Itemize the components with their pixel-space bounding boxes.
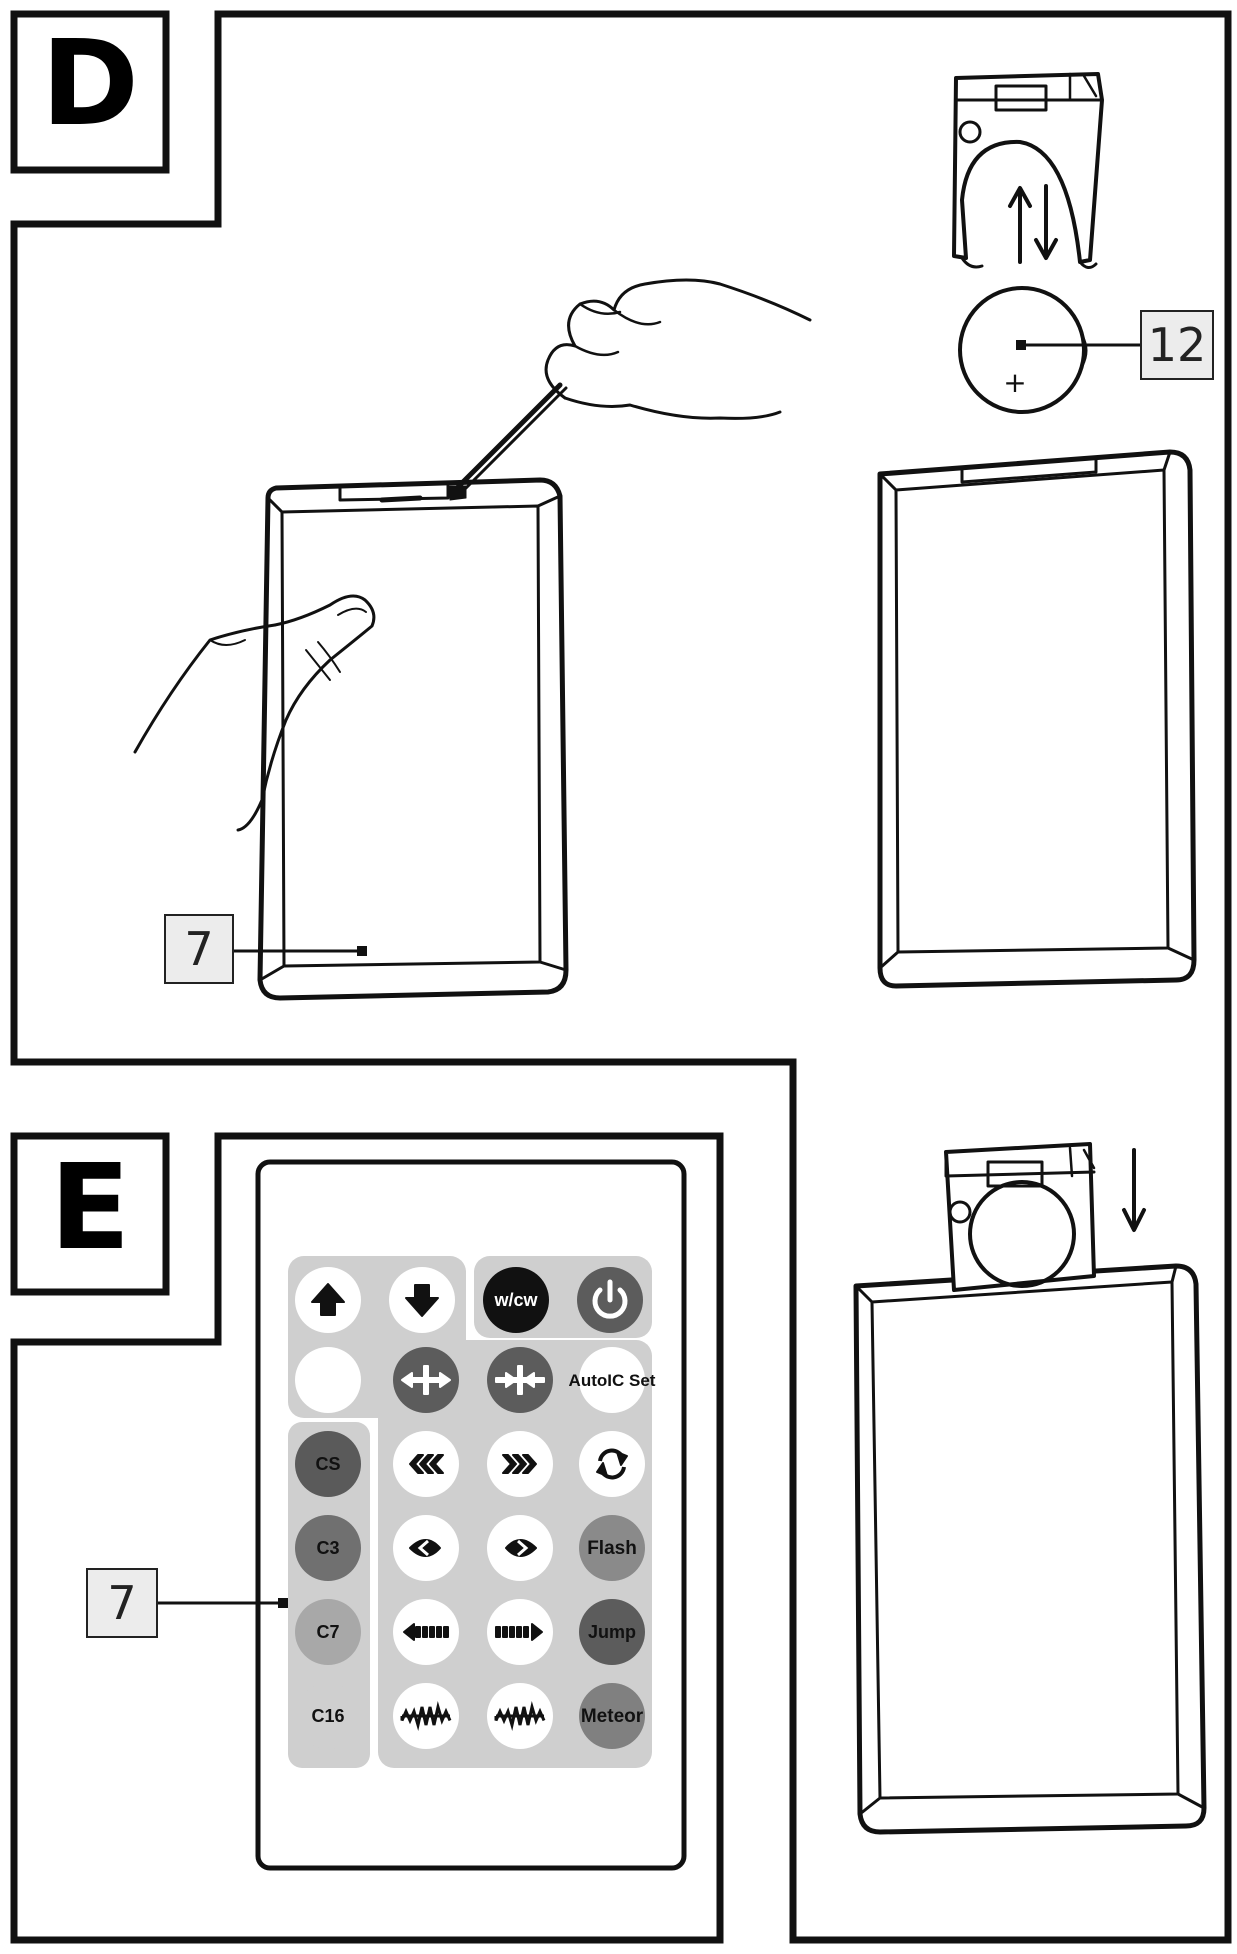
section-e-label-box <box>10 1132 170 1296</box>
dash-arrow-right-icon <box>495 1623 543 1641</box>
remote-button-cycle[interactable] <box>579 1431 645 1497</box>
remote-button-white[interactable] <box>295 1347 361 1413</box>
remote-button-face <box>579 1599 645 1665</box>
remote-button-jump[interactable]: Jump <box>579 1599 645 1665</box>
remote-button-c7[interactable]: C7 <box>295 1599 361 1665</box>
remote-button-flash[interactable]: Flash <box>579 1515 645 1581</box>
remote-button-up[interactable] <box>295 1267 361 1333</box>
remote-button-c3[interactable]: C3 <box>295 1515 361 1581</box>
remote-button-c16[interactable]: C16 <box>295 1683 361 1749</box>
remote-button-label: C7 <box>316 1622 339 1642</box>
remote-button-face <box>579 1683 645 1749</box>
power-icon <box>592 1279 628 1319</box>
remote-button-face <box>579 1347 645 1413</box>
callout-remote-top: 7 <box>164 914 234 984</box>
remote-button-spark-left[interactable] <box>393 1683 459 1749</box>
eye-right-icon <box>505 1539 537 1557</box>
remote-button-power[interactable] <box>577 1267 643 1333</box>
section-e-frame <box>10 1132 724 1944</box>
remote-button-meteor[interactable]: Meteor <box>579 1683 645 1749</box>
chevrons-right-icon <box>502 1454 537 1474</box>
battery-polarity-label: + <box>1003 366 1027 399</box>
remote-button-face <box>483 1267 549 1333</box>
arrow-down-icon <box>405 1284 439 1317</box>
remote-button-label: Flash <box>587 1538 637 1559</box>
remote-back-illustration <box>877 449 1197 989</box>
collapse-icon <box>495 1365 545 1395</box>
section-e-letter: E <box>49 1138 131 1276</box>
remote-button-face <box>295 1431 361 1497</box>
remote-button-collapse[interactable] <box>487 1347 553 1413</box>
chevrons-left-icon <box>409 1454 444 1474</box>
dash-arrow-left-icon <box>403 1623 449 1641</box>
section-d-letter: D <box>41 14 139 152</box>
coin-battery-illustration <box>958 286 1142 414</box>
spark-right-icon <box>494 1701 546 1731</box>
remote-button-wcw[interactable]: w/cw <box>483 1267 549 1333</box>
remote-button-cs[interactable]: CS <box>295 1431 361 1497</box>
remote-button-chev-left[interactable] <box>393 1431 459 1497</box>
callout-remote-keypad: 7 <box>86 1568 158 1638</box>
remote-button-dash-left[interactable] <box>393 1599 459 1665</box>
remote-button-spark-right[interactable] <box>487 1683 553 1749</box>
remote-button-eye-left[interactable] <box>393 1515 459 1581</box>
remote-button-label: CS <box>315 1454 340 1474</box>
remote-button-label: Jump <box>588 1622 636 1642</box>
remote-open-illustration <box>133 278 812 1001</box>
callout-battery: 12 <box>1140 310 1214 380</box>
expand-icon <box>401 1365 451 1395</box>
remote-button-eye-right[interactable] <box>487 1515 553 1581</box>
remote-button-label: AutoIC Set <box>569 1371 656 1390</box>
battery-holder-illustration <box>952 72 1104 269</box>
section-d-frame <box>10 10 1232 1944</box>
remote-button-label: C16 <box>311 1706 344 1726</box>
arrow-up-icon <box>311 1283 345 1316</box>
remote-button-face <box>579 1515 645 1581</box>
remote-button-face <box>579 1431 645 1497</box>
remote-button-face <box>295 1515 361 1581</box>
remote-button-label: w/cw <box>493 1290 538 1310</box>
remote-button-label: Meteor <box>581 1706 644 1727</box>
section-d-label-box <box>10 10 170 174</box>
remote-button-face <box>295 1347 361 1413</box>
remote-button-dash-right[interactable] <box>487 1599 553 1665</box>
remote-button-expand[interactable] <box>393 1347 459 1413</box>
eye-left-icon <box>409 1539 441 1557</box>
cycle-icon <box>596 1448 628 1480</box>
spark-left-icon <box>400 1701 452 1731</box>
remote-button-label: C3 <box>316 1538 339 1558</box>
remote-button-face <box>295 1683 361 1749</box>
callout-marker-remote-keypad <box>278 1598 288 1608</box>
remote-button-down[interactable] <box>389 1267 455 1333</box>
remote-button-face <box>295 1599 361 1665</box>
remote-button-autoic[interactable]: AutoIC Set <box>569 1347 656 1413</box>
callout-marker-remote-top <box>357 946 367 956</box>
remote-insert-illustration <box>853 1142 1207 1835</box>
remote-button-chev-right[interactable] <box>487 1431 553 1497</box>
